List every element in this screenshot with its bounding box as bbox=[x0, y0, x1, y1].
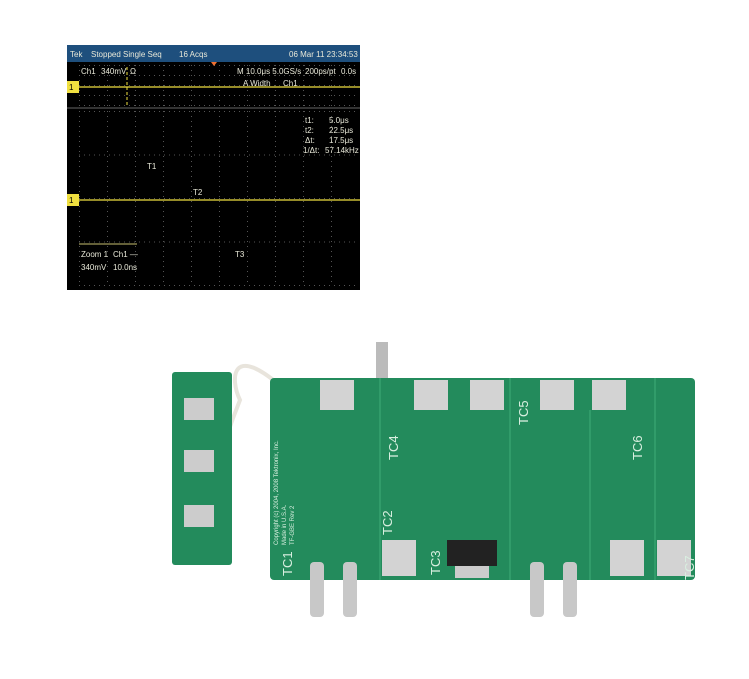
copyright-text: Copyright (c) 2004, 2008 Tektronix, Inc. bbox=[274, 440, 280, 545]
section-tc2: TC2 bbox=[380, 510, 395, 535]
cursor-readout: t1: 5.0μs t2: 22.5μs Δt: 17.5μs 1/Δt: 57.14k… bbox=[303, 116, 359, 155]
scope-header-bar bbox=[67, 45, 360, 62]
ch1-scale: 340mV bbox=[101, 67, 127, 76]
ch1-termination: Ω bbox=[130, 67, 136, 76]
trigger-source: Ch1 bbox=[283, 79, 298, 88]
ch1-label: Ch1 bbox=[81, 67, 96, 76]
db9-connector bbox=[447, 540, 497, 566]
ch1-marker-upper bbox=[67, 81, 79, 93]
zoom-label: Zoom 1 bbox=[81, 250, 109, 259]
marker-t3: T3 bbox=[235, 250, 245, 259]
trigger-position-icon bbox=[211, 62, 217, 66]
rj45-connectors bbox=[320, 380, 691, 576]
made-in-text: Made in U.S.A. bbox=[282, 504, 288, 545]
ch1-marker-upper-label: 1 bbox=[69, 83, 74, 92]
svg-text:1/Δt:: 1/Δt: bbox=[303, 146, 319, 155]
section-tc4: TC4 bbox=[386, 435, 401, 460]
marker-t1: T1 bbox=[147, 162, 157, 171]
svg-text:17.5μs: 17.5μs bbox=[329, 136, 353, 145]
section-tc6: TC6 bbox=[630, 435, 645, 460]
lower-graticule bbox=[79, 111, 355, 286]
section-tc7: TC7 bbox=[682, 555, 697, 580]
svg-text:5.0μs: 5.0μs bbox=[329, 116, 349, 125]
zoom-time: 10.0ns bbox=[113, 263, 137, 272]
scope-datetime: 06 Mar 11 23:34:53 bbox=[289, 50, 358, 59]
main-board bbox=[270, 378, 695, 580]
scope-status: Stopped Single Seq bbox=[91, 50, 162, 59]
svg-text:t2:: t2: bbox=[305, 126, 314, 135]
section-tc3: TC3 bbox=[428, 550, 443, 575]
trigger-mode: A Width bbox=[243, 79, 271, 88]
svg-text:Δt:: Δt: bbox=[305, 136, 315, 145]
ch1-marker-lower bbox=[67, 194, 79, 206]
revision-text: TF-GBE Rev 2 bbox=[290, 505, 296, 545]
section-tc5: TC5 bbox=[516, 400, 531, 425]
record-length: 200ps/pt bbox=[305, 67, 336, 76]
sma-connectors bbox=[310, 562, 577, 617]
zoom-channel: Ch1 — bbox=[113, 250, 138, 259]
svg-text:t1:: t1: bbox=[305, 116, 314, 125]
scope-acqs: 16 Acqs bbox=[179, 50, 207, 59]
marker-t2: T2 bbox=[193, 188, 203, 197]
zoom-scale: 340mV bbox=[81, 263, 107, 272]
svg-text:57.14kHz: 57.14kHz bbox=[325, 146, 359, 155]
timebase: M 10.0μs 5.0GS/s bbox=[237, 67, 301, 76]
test-fixture-board-photo: TC1 TC2 TC3 TC4 TC5 TC6 TC7 Copyright (c… bbox=[172, 342, 697, 617]
scope-brand: Tek bbox=[70, 50, 83, 59]
oscilloscope-screenshot: Tek Stopped Single Seq 16 Acqs 06 Mar 11… bbox=[67, 45, 360, 290]
section-tc1: TC1 bbox=[280, 551, 295, 576]
upper-graticule bbox=[79, 65, 355, 106]
horizontal-offset: 0.0s bbox=[341, 67, 356, 76]
svg-text:22.5μs: 22.5μs bbox=[329, 126, 353, 135]
ch1-marker-lower-label: 1 bbox=[69, 196, 74, 205]
